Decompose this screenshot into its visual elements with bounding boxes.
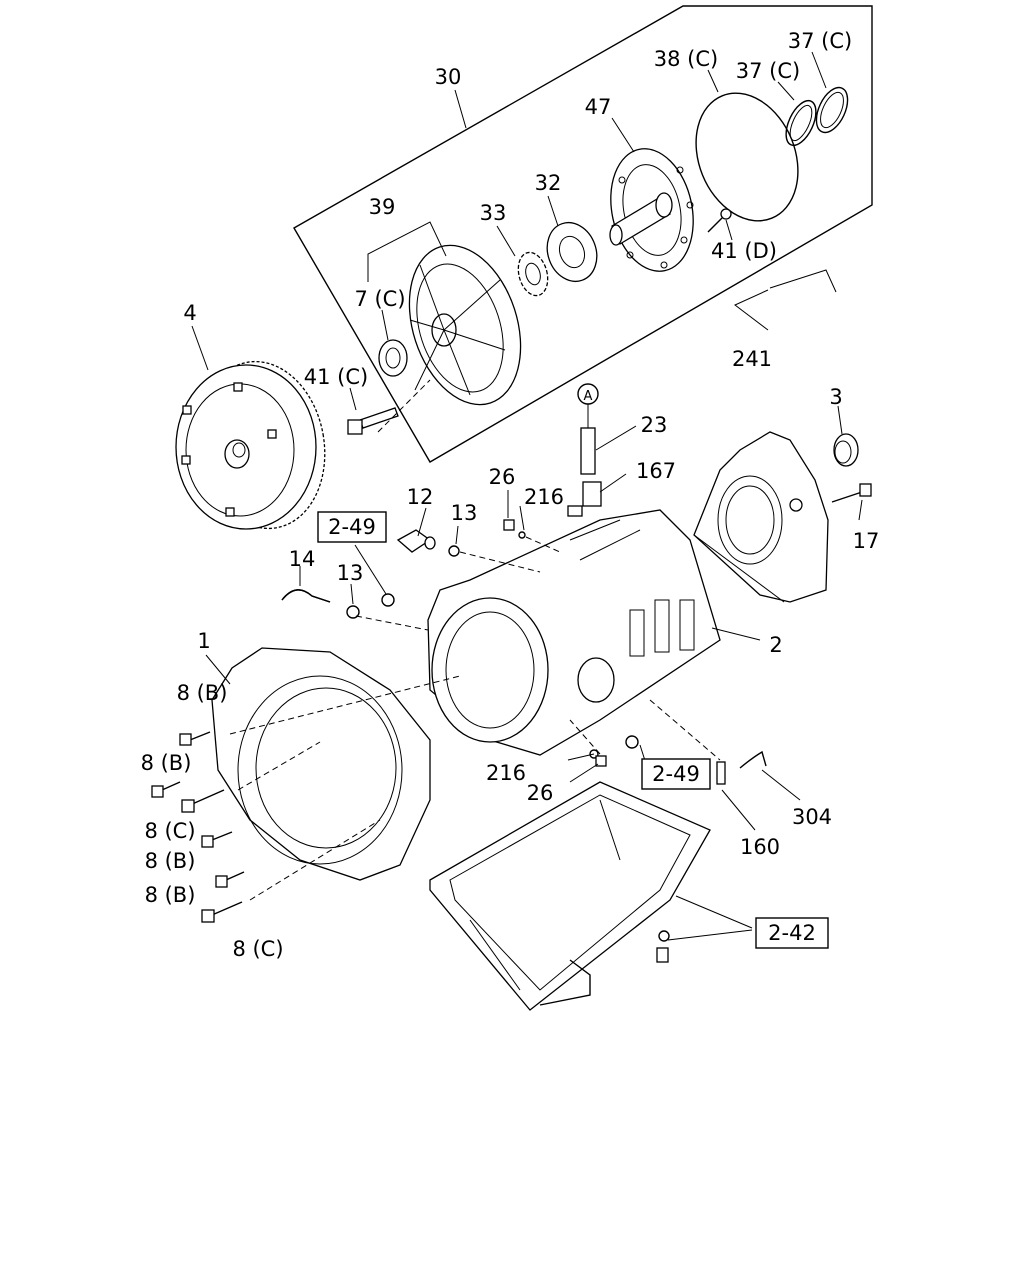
- o-ring-13a-icon: [448, 545, 460, 557]
- label-4: 4: [183, 301, 196, 325]
- o-ring-37c-outer-icon: [815, 86, 849, 134]
- label-8b-4: 8 (B): [145, 883, 196, 907]
- label-8c-1: 8 (C): [144, 819, 195, 843]
- bolt-41c-icon: [347, 407, 399, 435]
- label-26b: 26: [527, 781, 554, 805]
- drain-plug-2-42-icon: [656, 947, 669, 963]
- bolt-17-icon: [831, 483, 872, 503]
- label-8b-2: 8 (B): [141, 751, 192, 775]
- svg-text:2-49: 2-49: [652, 762, 700, 786]
- fitting-167-icon: [567, 481, 602, 517]
- pump-gear-33-icon: [517, 251, 549, 297]
- pump-cover-39-icon: [408, 244, 522, 406]
- label-1: 1: [197, 629, 210, 653]
- label-216b: 216: [486, 761, 526, 785]
- bolt-8c-2-icon: [201, 901, 243, 923]
- seal-3-icon: [833, 433, 859, 467]
- washer-216b-icon: [589, 749, 599, 759]
- oil-pump-body-icon: [609, 148, 694, 272]
- torque-converter-icon: [175, 360, 326, 530]
- label-8c-2: 8 (C): [232, 937, 283, 961]
- label-167: 167: [636, 459, 676, 483]
- bolt-8b-2-icon: [151, 781, 181, 798]
- label-304: 304: [792, 805, 832, 829]
- label-39: 39: [369, 195, 396, 219]
- label-23: 23: [641, 413, 668, 437]
- seal-7c-icon: [378, 339, 408, 377]
- pin-23-icon: [580, 427, 596, 475]
- label-8b-1: 8 (B): [177, 681, 228, 705]
- bolt-41d-icon: [707, 208, 732, 233]
- label-12: 12: [407, 485, 434, 509]
- leader-lines: [191, 51, 863, 941]
- label-7c: 7 (C): [354, 287, 405, 311]
- label-47: 47: [585, 95, 612, 119]
- label-30: 30: [435, 65, 462, 89]
- svg-text:2-42: 2-42: [768, 921, 816, 945]
- label-41d: 41 (D): [711, 239, 777, 263]
- label-26a: 26: [489, 465, 516, 489]
- label-160: 160: [740, 835, 780, 859]
- label-38c: 38 (C): [654, 47, 718, 71]
- washer-2-49b-icon: [625, 735, 639, 749]
- washer-216-icon: [518, 531, 526, 539]
- label-13b: 13: [337, 561, 364, 585]
- label-a: A: [584, 389, 593, 404]
- pump-gear-32-icon: [546, 221, 598, 283]
- oil-pan-icon: [429, 781, 711, 1011]
- label-241: 241: [732, 347, 772, 371]
- ref-box-2-42[interactable]: 2-42: [755, 917, 829, 949]
- clip-304-icon: [739, 750, 767, 769]
- plug-26b-icon: [595, 755, 607, 767]
- label-37c-a: 37 (C): [788, 29, 852, 53]
- label-14: 14: [289, 547, 316, 571]
- bolt-8b-1-icon: [179, 731, 211, 746]
- ref-box-2-49a[interactable]: 2-49: [317, 511, 387, 543]
- washer-2-42-icon: [658, 930, 670, 942]
- bell-housing-icon: [211, 647, 431, 881]
- label-41c: 41 (C): [304, 365, 368, 389]
- part-labels: 30 37 (C) 37 (C) 38 (C) 47 32 33 39 41 (…: [141, 29, 880, 961]
- label-33: 33: [480, 201, 507, 225]
- fitting-12-icon: [396, 529, 436, 553]
- extension-housing-icon: [693, 431, 829, 603]
- label-2: 2: [769, 633, 782, 657]
- label-17: 17: [853, 529, 880, 553]
- svg-text:2-49: 2-49: [328, 515, 376, 539]
- label-32: 32: [535, 171, 562, 195]
- o-ring-38c-icon: [695, 92, 799, 222]
- bolt-8b-3-icon: [201, 831, 233, 848]
- washer-2-49-icon: [381, 593, 395, 607]
- o-ring-13b-icon: [346, 605, 360, 619]
- assembly-dash-lines: [229, 379, 721, 901]
- pump-assembly-outline: [293, 5, 873, 463]
- bolt-8b-4-icon: [215, 871, 245, 888]
- hose-14-icon: [281, 589, 331, 603]
- transmission-case-icon: [427, 509, 721, 756]
- plug-26-icon: [503, 519, 515, 531]
- pin-160-icon: [716, 761, 726, 785]
- label-13a: 13: [451, 501, 478, 525]
- ref-box-2-49b[interactable]: 2-49: [641, 758, 711, 790]
- bolt-8c-1-icon: [181, 789, 225, 813]
- label-216a: 216: [524, 485, 564, 509]
- label-37c-b: 37 (C): [736, 59, 800, 83]
- label-8b-3: 8 (B): [145, 849, 196, 873]
- label-3: 3: [829, 385, 842, 409]
- o-ring-37c-inner-icon: [785, 99, 817, 147]
